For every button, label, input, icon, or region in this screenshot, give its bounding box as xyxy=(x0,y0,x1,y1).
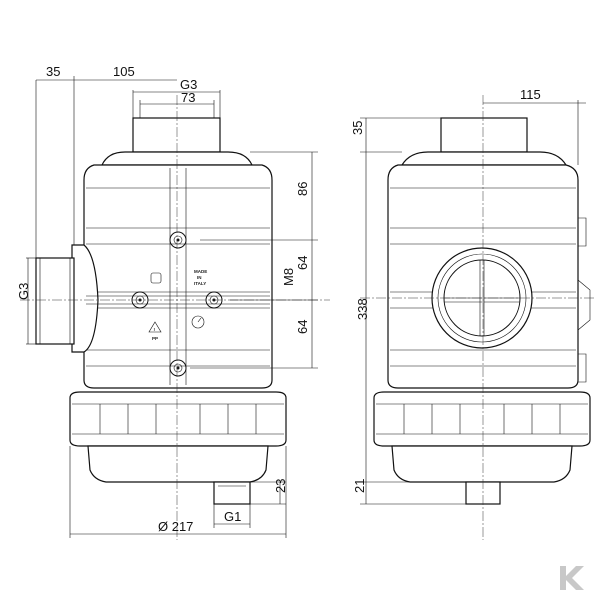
dim-g3-top: G3 xyxy=(180,77,197,92)
dim-35-side: 35 xyxy=(350,121,365,135)
front-dimensions: 35 105 G3 73 G3 86 64 M8 64 23 G1 xyxy=(16,64,318,538)
dim-64-upper: 64 xyxy=(295,256,310,270)
front-top-neck xyxy=(132,117,221,153)
dim-105: 105 xyxy=(113,64,135,79)
dim-m8: M8 xyxy=(281,268,296,286)
pp-label: PP xyxy=(152,336,158,341)
dim-115: 115 xyxy=(520,87,541,102)
front-main-body xyxy=(83,164,273,389)
side-top-neck xyxy=(440,117,528,153)
dim-86: 86 xyxy=(295,182,310,196)
side-collar xyxy=(373,391,591,447)
brand-logo xyxy=(560,566,584,590)
warning-triangle-icon xyxy=(148,321,162,333)
bolt-bottom xyxy=(169,359,187,377)
filter-symbol-icon xyxy=(150,272,162,284)
made-in-label-3: ITALY xyxy=(194,281,206,286)
k-logo-icon xyxy=(560,566,584,590)
dim-21: 21 xyxy=(352,479,367,493)
side-bowl xyxy=(391,445,573,483)
made-in-label-2: IN xyxy=(197,275,202,280)
dim-35-left: 35 xyxy=(46,64,60,79)
dim-g3-side: G3 xyxy=(16,283,31,300)
dim-23: 23 xyxy=(273,479,288,493)
dim-73: 73 xyxy=(181,90,195,105)
side-view xyxy=(360,95,596,540)
gauge-icon xyxy=(191,315,205,329)
front-collar xyxy=(69,391,287,447)
dim-338: 338 xyxy=(355,298,370,320)
front-side-inlet xyxy=(35,257,75,345)
side-top-cap xyxy=(400,151,568,166)
side-dimensions: 115 35 338 21 xyxy=(350,87,586,505)
dim-diameter-217: Ø 217 xyxy=(158,519,193,534)
made-in-label-1: MADE xyxy=(194,269,207,274)
front-drain xyxy=(213,481,251,505)
front-view: ! MADE IN ITALY PP xyxy=(20,95,330,540)
front-bowl xyxy=(87,445,269,483)
dim-g1: G1 xyxy=(224,509,241,524)
dim-64-lower: 64 xyxy=(295,320,310,334)
svg-text:!: ! xyxy=(154,327,156,332)
front-top-cap xyxy=(101,151,253,166)
